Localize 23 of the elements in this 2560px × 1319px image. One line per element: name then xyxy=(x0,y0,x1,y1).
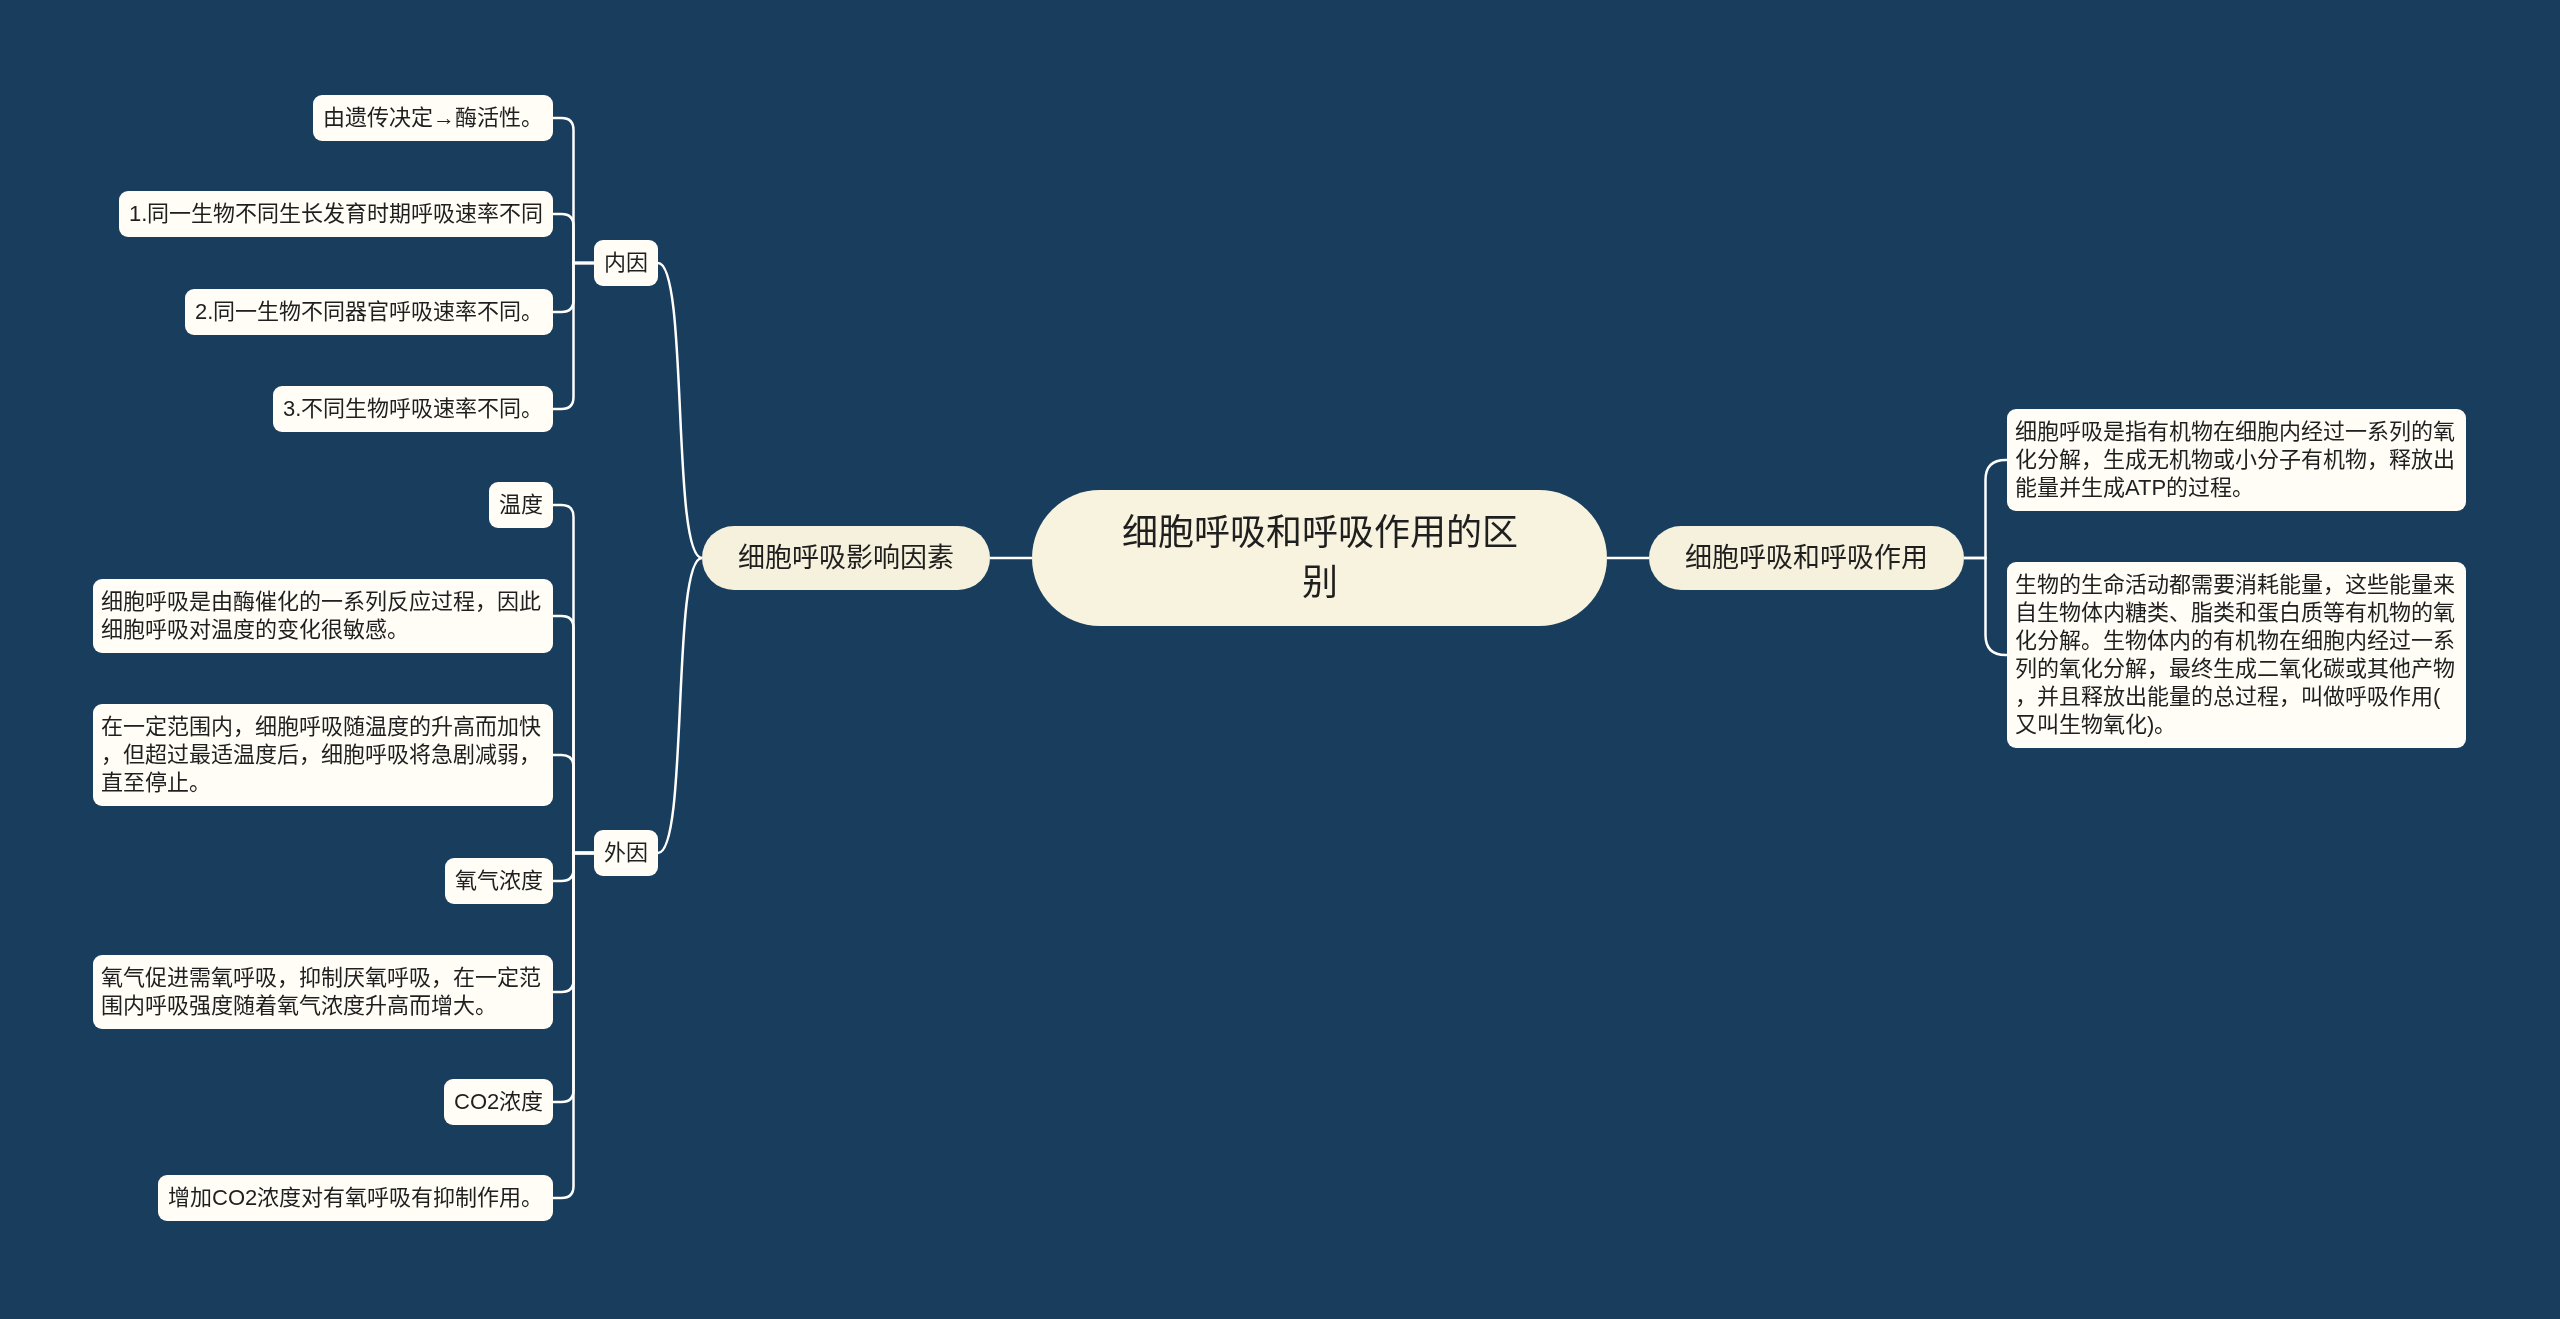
text-box: 温度 xyxy=(489,482,553,528)
subtopic-box: 内因 xyxy=(594,240,658,286)
text-box: 细胞呼吸是指有机物在细胞内经过一系列的氧化分解，生成无机物或小分子有机物，释放出能量并生成ATP的过程。 xyxy=(2007,409,2466,511)
text-box: 生物的生命活动都需要消耗能量，这些能量来自生物体内糖类、脂类和蛋白质等有机物的氧化分解。生物体内的有机物在细胞内经过一系列的氧化分解，最终生成二氧化碳或其他产物，并且释放出能量的总过程，叫做呼吸作用(又叫生物氧化)。 xyxy=(2007,562,2466,748)
text-box: 增加CO2浓度对有氧呼吸有抑制作用。 xyxy=(158,1175,554,1221)
topic-pill: 细胞呼吸影响因素 xyxy=(702,526,990,590)
connector-line xyxy=(990,556,1032,560)
connector-line xyxy=(657,557,703,854)
text-box: 细胞呼吸是由酶催化的一系列反应过程，因此细胞呼吸对温度的变化很敏感。 xyxy=(93,579,553,653)
connector-line xyxy=(657,262,703,559)
topic-pill: 细胞呼吸和呼吸作用 xyxy=(1649,526,1964,590)
text-box: 氧气浓度 xyxy=(445,858,553,904)
text-box: 1.同一生物不同生长发育时期呼吸速率不同 xyxy=(119,191,554,237)
text-box: 由遗传决定→酶活性。 xyxy=(313,95,553,141)
subtopic-box: 外因 xyxy=(594,830,658,876)
text-box: 3.不同生物呼吸速率不同。 xyxy=(273,386,554,432)
connector-line xyxy=(553,261,594,411)
text-box: 2.同一生物不同器官呼吸速率不同。 xyxy=(185,289,554,335)
text-box: CO2浓度 xyxy=(444,1079,554,1125)
central-topic-pill: 细胞呼吸和呼吸作用的区别 xyxy=(1032,490,1607,626)
text-box: 在一定范围内，细胞呼吸随温度的升高而加快，但超过最适温度后，细胞呼吸将急剧减弱，直至停止。 xyxy=(93,704,553,806)
text-box: 氧气促进需氧呼吸，抑制厌氧呼吸，在一定范围内呼吸强度随着氧气浓度升高而增大。 xyxy=(93,955,553,1029)
connector-line xyxy=(1607,556,1649,560)
